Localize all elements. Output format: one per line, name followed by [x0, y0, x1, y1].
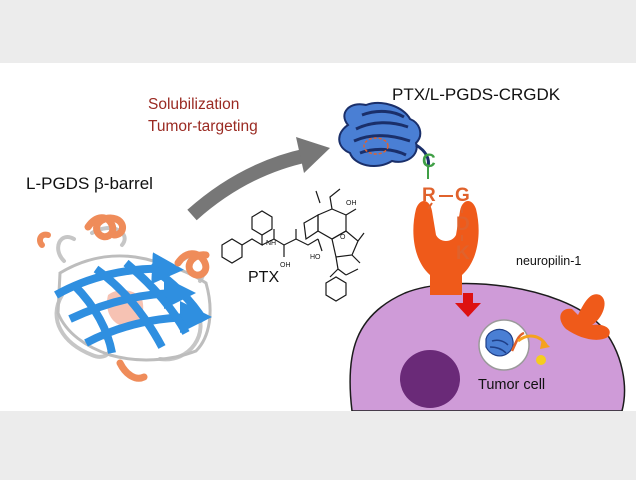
endosome-vesicle: [478, 319, 550, 371]
peptide-residue-c: C: [422, 151, 436, 172]
cell-nucleus: [400, 350, 460, 408]
receptor-label: neuropilin-1: [516, 254, 582, 268]
lpgds-barrel-protein: [37, 214, 212, 382]
svg-text:NH: NH: [266, 240, 276, 247]
side-receptor: [560, 294, 610, 340]
figure-panel: NH OH OH O HO: [0, 63, 636, 411]
peptide-residue-g: G: [455, 185, 470, 206]
top-margin-band: [0, 0, 636, 63]
complex-label: PTX/L-PGDS-CRGDK: [392, 85, 561, 104]
peptide-residue-k: K: [456, 243, 470, 264]
internalization-arrow: [455, 293, 481, 317]
benefit-solubilization: Solubilization: [148, 96, 240, 113]
drug-carrier-complex: [338, 101, 463, 241]
peptide-residue-d: D: [456, 214, 470, 235]
svg-text:OH: OH: [346, 200, 357, 207]
svg-text:OH: OH: [280, 262, 291, 269]
neuropilin-receptor: [413, 200, 479, 295]
bottom-margin-band: [0, 411, 636, 480]
peptide-residue-r: R: [422, 185, 436, 206]
transformation-arrow: [187, 137, 330, 221]
ptx-molecule-structure: NH OH OH O HO: [221, 188, 365, 302]
figure-canvas: NH OH OH O HO: [37, 101, 626, 411]
svg-text:O: O: [340, 234, 346, 241]
benefit-tumor-targeting: Tumor-targeting: [148, 118, 258, 135]
svg-text:HO: HO: [310, 254, 321, 261]
drug-label: PTX: [248, 269, 280, 286]
released-ptx-dot: [536, 355, 546, 365]
protein-label: L-PGDS β-barrel: [26, 174, 153, 193]
cell-label: Tumor cell: [478, 377, 546, 393]
